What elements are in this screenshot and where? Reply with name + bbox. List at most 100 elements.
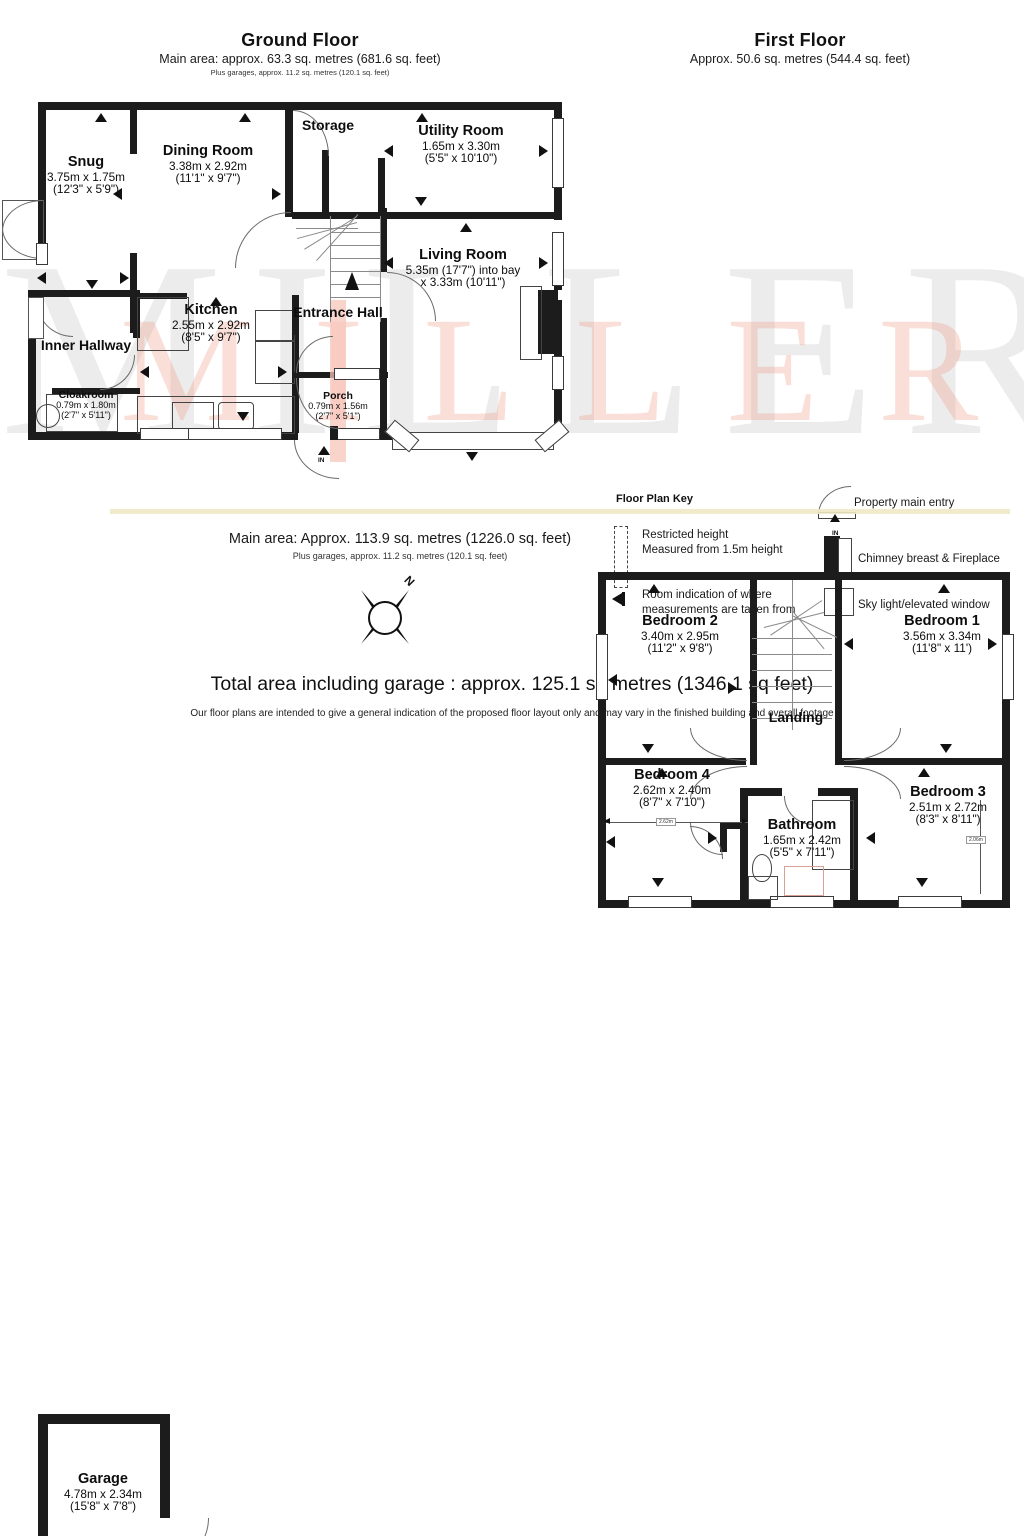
wall-bedroom1-bottom bbox=[842, 758, 1010, 765]
key-chimney-label: Chimney breast & Fireplace bbox=[858, 553, 1000, 565]
stair-winder bbox=[296, 228, 358, 229]
measure-arrow-bed1-left bbox=[844, 638, 853, 650]
room-name: Living Room bbox=[419, 247, 507, 263]
wall-first-left-a bbox=[598, 572, 606, 634]
wall-first-right-a bbox=[1002, 572, 1010, 634]
total-area-text: Total area including garage : approx. 12… bbox=[210, 673, 814, 695]
first-floor-title: First Floor bbox=[754, 30, 846, 50]
room-label-porch: Porch 0.79m x 1.56m (2'7" x 5'1") bbox=[290, 390, 386, 422]
window-living-right2 bbox=[552, 356, 564, 390]
room-imperial: (12'3" x 5'9") bbox=[53, 182, 119, 197]
measure-arrow-bed2-down bbox=[642, 744, 654, 753]
measure-arrow-utility-down bbox=[415, 197, 427, 206]
window-kitchen-bottom2 bbox=[188, 428, 282, 440]
chimney-breast-living bbox=[538, 290, 558, 354]
room-label-utility: Utility Room 1.65m x 3.30m (5'5" x 10'10… bbox=[398, 123, 524, 165]
plus-garages-text: Plus garages, approx. 11.2 sq. metres (1… bbox=[292, 551, 508, 561]
ground-floor-subtitle2: Plus garages, approx. 11.2 sq. metres (1… bbox=[210, 68, 390, 77]
disclaimer-text: Our floor plans are intended to give a g… bbox=[190, 708, 834, 719]
room-metric: 0.79m x 1.80m bbox=[56, 400, 116, 411]
room-name: Entrance Hall bbox=[293, 304, 383, 320]
wall-kitchen-bottom-left bbox=[137, 293, 187, 299]
bathroom-bath bbox=[784, 866, 824, 896]
stair-tread bbox=[330, 258, 380, 259]
room-name: Bedroom 2 bbox=[642, 613, 718, 629]
room-imperial: (5'5" x 7'11") bbox=[769, 845, 835, 860]
key-entry-in-label: IN bbox=[832, 530, 839, 537]
window-bedroom3-bottom bbox=[898, 896, 962, 908]
window-porch-front bbox=[334, 428, 380, 440]
entry-in-arrow-icon bbox=[830, 514, 840, 522]
measure-arrow-bed4-down bbox=[652, 878, 664, 887]
room-name: Cloakroom bbox=[58, 389, 114, 401]
wall-first-top bbox=[598, 572, 1010, 580]
measure-arrow-innerhall-down bbox=[86, 280, 98, 289]
measure-arrow-bed1-right bbox=[988, 638, 997, 650]
window-bathroom-bottom bbox=[770, 896, 834, 908]
room-metric: 3.56m x 3.34m bbox=[902, 628, 982, 643]
measure-arrow-innerhall-right bbox=[120, 272, 129, 284]
room-label-bathroom: Bathroom 1.65m x 2.42m (5'5" x 7'11") bbox=[738, 817, 866, 860]
room-metric: 1.65m x 3.30m bbox=[421, 138, 501, 153]
stair-tread bbox=[330, 297, 380, 298]
measure-arrow-bed3-up bbox=[918, 768, 930, 777]
wall-stairwell-right bbox=[835, 580, 842, 765]
room-label-landing: Landing bbox=[746, 709, 846, 725]
wall-storage-right bbox=[322, 150, 329, 212]
dimension-line-bedroom4 bbox=[606, 822, 748, 823]
compass-rose: N bbox=[345, 573, 425, 650]
measure-arrow-bed1-up bbox=[938, 584, 950, 593]
wall-inner-hallway-top bbox=[28, 290, 140, 297]
room-name: Landing bbox=[768, 709, 824, 725]
key-skylight-label: Sky light/elevated window bbox=[858, 599, 990, 611]
room-imperial: (8'3" x 8'11") bbox=[915, 812, 981, 827]
main-entry-arrow bbox=[318, 446, 330, 455]
room-name: Bedroom 3 bbox=[910, 784, 986, 800]
front-door-swing bbox=[294, 440, 339, 479]
window-porch-side bbox=[334, 368, 380, 380]
key-restricted-height-label: Restricted height bbox=[642, 529, 729, 541]
key-room-indication-label: Room indication of where bbox=[642, 589, 772, 601]
measure-arrow-kitchen-left bbox=[140, 366, 149, 378]
stair-tread bbox=[330, 271, 380, 272]
measure-arrow-kitchen-down bbox=[237, 412, 249, 421]
key-restricted-height-label2: Measured from 1.5m height bbox=[642, 544, 783, 556]
highlight-band bbox=[110, 509, 1010, 514]
measure-arrow-innerhall-left bbox=[37, 272, 46, 284]
window-utility-right bbox=[552, 118, 564, 188]
room-metric: 2.51m x 2.72m bbox=[908, 799, 988, 814]
measure-arrow-bed3-down bbox=[916, 878, 928, 887]
measure-arrow-bed1-down bbox=[940, 744, 952, 753]
kitchen-drainer bbox=[172, 402, 214, 430]
room-metric: 4.78m x 2.34m bbox=[63, 1486, 143, 1501]
measure-arrow-bed4-left bbox=[606, 836, 615, 848]
room-label-bedroom2: Bedroom 2 3.40m x 2.95m (11'2" x 9'8") bbox=[610, 613, 750, 656]
kitchen-counter-left bbox=[137, 297, 189, 351]
room-label-bedroom4: Bedroom 4 2.62m x 2.40m (8'7" x 7'10") bbox=[602, 767, 742, 809]
room-imperial: (11'8" x 11') bbox=[911, 641, 973, 656]
room-imperial: (11'2" x 9'8") bbox=[647, 641, 713, 656]
room-metric: 2.62m x 2.40m bbox=[632, 782, 712, 797]
wall-hall-left bbox=[292, 295, 299, 335]
garage-side-door-swing bbox=[164, 1518, 209, 1536]
wall-kitchen-right bbox=[292, 295, 299, 433]
measure-arrow-dining-up bbox=[239, 113, 251, 122]
room-imperial: x 3.33m (10'11") bbox=[420, 275, 506, 290]
room-label-dining: Dining Room 3.38m x 2.92m (11'1" x 9'7") bbox=[143, 143, 273, 185]
room-label-bedroom3: Bedroom 3 2.51m x 2.72m (8'3" x 8'11") bbox=[880, 784, 1016, 827]
room-name: Kitchen bbox=[184, 302, 238, 318]
room-label-bedroom1: Bedroom 1 3.56m x 3.34m (11'8" x 11') bbox=[872, 613, 1012, 656]
room-name: Snug bbox=[67, 154, 105, 170]
wall-utility-left bbox=[378, 158, 385, 214]
floor-plan-key: Floor Plan Key Restricted height Measure… bbox=[600, 486, 1024, 618]
measure-arrow-snug-left bbox=[113, 188, 122, 200]
room-metric: 3.40m x 2.95m bbox=[640, 628, 720, 643]
room-metric: 0.79m x 1.56m bbox=[308, 401, 368, 412]
room-name: Dining Room bbox=[162, 143, 254, 159]
room-name: Utility Room bbox=[418, 123, 504, 139]
wall-kitchen-left bbox=[130, 253, 137, 313]
measure-arrow-bed2-right bbox=[728, 682, 737, 694]
room-metric: 3.75m x 1.75m bbox=[46, 169, 126, 184]
key-main-entry-label: Property main entry bbox=[854, 497, 955, 509]
measure-arrow-utility-up bbox=[416, 113, 428, 122]
